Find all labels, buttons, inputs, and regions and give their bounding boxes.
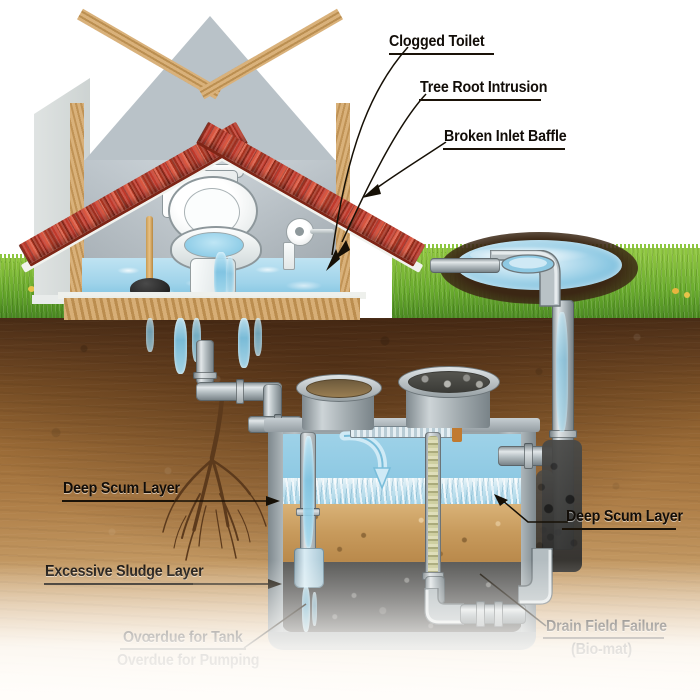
leak-stream bbox=[254, 318, 262, 356]
leak-stream bbox=[238, 318, 250, 368]
label-underline-broken-baffle bbox=[443, 148, 565, 150]
toilet-paper-sheet bbox=[283, 242, 295, 270]
label-tree-root-intrusion: Tree Root Intrusion bbox=[420, 79, 548, 96]
label-broken-inlet-baffle: Broken Inlet Baffle bbox=[444, 128, 567, 145]
crust-edge bbox=[452, 426, 462, 442]
label-underline-clogged-toilet bbox=[389, 53, 494, 55]
toilet-bowl-water bbox=[184, 232, 244, 258]
inlet-flow-stream bbox=[303, 436, 314, 548]
label-underline-scum-right bbox=[562, 528, 676, 530]
tree-root-intrusion bbox=[162, 398, 267, 561]
flower-icon bbox=[28, 286, 35, 292]
floor-sill bbox=[58, 292, 366, 299]
flower-icon bbox=[684, 292, 690, 298]
bottom-fade-vignette bbox=[0, 560, 700, 700]
label-deep-scum-layer-left: Deep Scum Layer bbox=[63, 480, 180, 497]
bio-mat-clogging bbox=[536, 470, 554, 556]
pipe-band bbox=[549, 430, 577, 438]
outlet-riser bbox=[398, 366, 500, 428]
pipe-band bbox=[193, 372, 217, 379]
toilet-paper-hub bbox=[295, 227, 304, 236]
label-underline-tree-root bbox=[419, 99, 541, 101]
riser-open-hole bbox=[306, 379, 372, 398]
plunger-handle bbox=[146, 216, 153, 286]
toilet-paper-holder-arm bbox=[310, 229, 334, 234]
label-clogged-toilet: Clogged Toilet bbox=[389, 33, 485, 50]
label-underline-scum-left bbox=[62, 500, 174, 502]
inlet-riser bbox=[296, 374, 382, 430]
pipe-band bbox=[524, 443, 533, 469]
leak-stream bbox=[174, 318, 187, 374]
deep-scum-layer bbox=[282, 478, 522, 504]
pipe-band bbox=[236, 379, 244, 404]
leak-stream bbox=[146, 318, 154, 352]
drain-field-inlet-pipe bbox=[430, 258, 500, 273]
riser-gravel-fill bbox=[408, 371, 490, 393]
gravel-filled-outlet bbox=[428, 436, 438, 576]
clear-water-zone bbox=[282, 434, 522, 478]
house-cutaway bbox=[18, 0, 426, 330]
flower-icon bbox=[672, 288, 679, 294]
wood-framing-left bbox=[70, 103, 84, 303]
toilet-overflow-stream bbox=[214, 252, 228, 302]
label-deep-scum-layer-right: Deep Scum Layer bbox=[566, 508, 683, 525]
tank-inlet-drop bbox=[263, 384, 282, 420]
toilet-overflow-stream bbox=[226, 256, 234, 300]
house-side-sill bbox=[32, 295, 92, 304]
pipe-seepage-stream bbox=[556, 312, 568, 432]
drain-field-surface-elbow bbox=[490, 250, 561, 307]
floor-joists bbox=[64, 296, 360, 320]
